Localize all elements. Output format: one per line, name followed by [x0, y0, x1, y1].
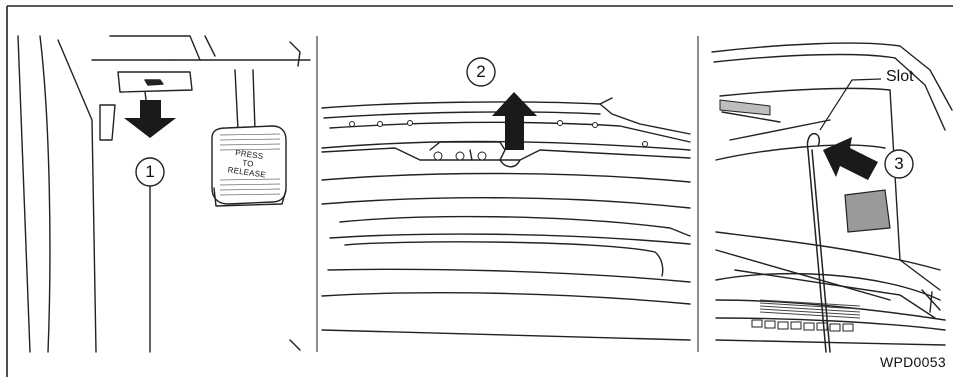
callout-number-3: 3 [887, 154, 911, 174]
figure-code: WPD0053 [880, 354, 946, 370]
arrow-down-icon [124, 100, 176, 138]
slot-label: Slot [886, 68, 914, 86]
arrow-diagonal-icon [823, 137, 878, 180]
panel-dividers [317, 36, 698, 352]
panel-3-support-rod [712, 43, 952, 345]
slot-leader-line [820, 79, 881, 130]
callout-number-2: 2 [469, 62, 493, 82]
hood-patch [845, 190, 890, 232]
cowl-vent [760, 300, 860, 318]
hood-bolts [350, 121, 648, 161]
callout-number-1: 1 [138, 162, 162, 182]
